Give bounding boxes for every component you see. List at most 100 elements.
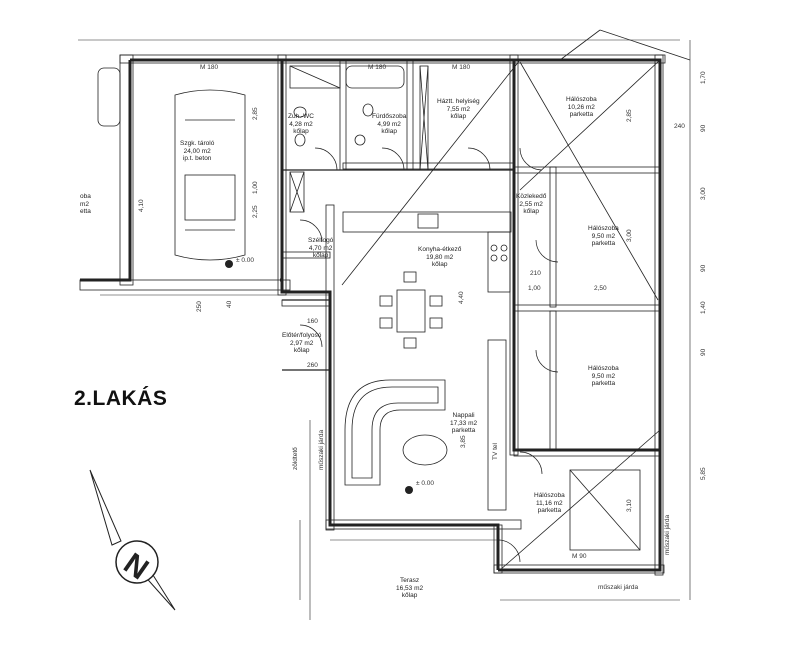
room-label-bath-wc: Zuh.-WC 4,28 m2 kőlap: [288, 113, 314, 136]
room-floor: kőlap: [450, 113, 467, 120]
room-name: Fürdőszoba: [372, 113, 407, 120]
room-label-entrance: Előtér/folyosó 2,97 m2 kőlap: [282, 332, 321, 355]
window-m180-1: M 180: [200, 64, 219, 71]
sofa: [344, 339, 507, 511]
room-area: 19,80 m2: [426, 253, 454, 261]
room-name: oba: [80, 193, 91, 200]
room-floor: parketta: [451, 427, 476, 434]
room-area: 10,26 m2: [567, 103, 595, 111]
room-label-garage: Szgk. tároló 24,00 m2 ip.t. beton: [180, 140, 214, 163]
room-floor: kőlap: [293, 128, 309, 135]
room-label-bedroom3: Hálószoba 9,50 m2 parketta: [588, 365, 619, 388]
room-floor: kőlap: [293, 347, 310, 354]
room-floor: kőlap: [312, 252, 329, 259]
room-floor: kőlap: [401, 592, 418, 599]
room-floor: etta: [80, 208, 91, 215]
room-name: Hálószoba: [588, 365, 619, 372]
room-name: Terasz: [399, 577, 420, 584]
tv-label: TV tel: [492, 443, 499, 460]
room-floor: ip.t. beton: [182, 155, 212, 162]
room-area: 7,55 m2: [446, 105, 471, 113]
exterior-walls: [80, 58, 662, 572]
car: [174, 89, 246, 261]
dim-585: 5,85: [700, 467, 707, 480]
room-label-living: Nappali 17,33 m2 parketta: [450, 412, 477, 435]
room-name: Hálószoba: [566, 96, 597, 103]
door-swings: [299, 147, 559, 563]
room-label-corridor: Közlekedő 2,55 m2 kőlap: [516, 193, 546, 216]
dim-40: 40: [226, 300, 233, 308]
dim-100-b: 1,00: [252, 181, 259, 194]
dim-250-b: 250: [196, 301, 203, 312]
room-name: Előtér/folyosó: [282, 332, 322, 339]
bed: [569, 469, 641, 551]
walkway-bottom: műszaki járda: [598, 584, 639, 591]
dim-310: 3,10: [626, 499, 633, 512]
north-arrow-icon: N: [89, 469, 176, 611]
dim-90-c: 90: [700, 348, 707, 356]
dim-300-b: 3,00: [626, 229, 633, 242]
room-name: Hálószoba: [588, 225, 619, 232]
dim-210: 210: [530, 270, 541, 277]
dim-260: 260: [307, 362, 318, 369]
dim-90-b: 90: [700, 264, 707, 272]
dim-410: 4,10: [138, 199, 145, 212]
room-area: 4,70 m2: [308, 244, 333, 252]
walkway-right: műszaki járda: [664, 514, 671, 555]
walkway-left: műszaki járda: [318, 429, 325, 470]
room-area: 24,00 m2: [183, 147, 211, 155]
dining-table: [379, 271, 443, 349]
kitchen-counter: [342, 211, 512, 293]
room-label-windfang: Szélfogó 4,70 m2 kőlap: [308, 237, 333, 260]
room-floor: kőlap: [431, 261, 448, 268]
level-markers: [225, 260, 413, 494]
roof-lines: [341, 29, 691, 571]
window-m90: M 90: [572, 553, 587, 560]
dim-250: 2,50: [594, 285, 607, 292]
room-label-terrace: Terasz 16,53 m2 kőlap: [396, 577, 423, 600]
window-m180-2: M 180: [368, 64, 387, 71]
room-name: Háztt. helyiség: [437, 98, 480, 105]
dimension-lines: [78, 39, 691, 620]
room-area: 4,99 m2: [377, 120, 401, 128]
room-floor: kőlap: [523, 208, 539, 215]
interior-walls: [282, 169, 515, 371]
fixtures: [97, 65, 429, 213]
room-area: 9,50 m2: [591, 232, 616, 240]
room-area: 2,97 m2: [289, 339, 314, 347]
room-area: 11,16 m2: [536, 499, 563, 507]
room-label-bedroom1: Hálószoba 10,26 m2 parketta: [566, 96, 597, 119]
dim-160: 160: [307, 318, 318, 325]
dim-285-b: 2,85: [626, 109, 633, 122]
room-floor: parketta: [591, 380, 616, 387]
room-floor: parketta: [537, 507, 562, 514]
level-entrance: ± 0.00: [236, 257, 255, 264]
dim-90-a: 90: [700, 124, 707, 132]
plan-title: 2.LAKÁS: [74, 387, 168, 410]
room-area: 17,33 m2: [450, 419, 478, 427]
room-area: 9,50 m2: [591, 372, 616, 380]
room-floor: parketta: [569, 111, 594, 118]
room-name: Hálószoba: [534, 492, 565, 499]
level-living: ± 0.00: [416, 480, 435, 487]
dim-170: 1,70: [700, 71, 707, 84]
room-name: Szgk. tároló: [180, 140, 215, 147]
room-area: 2,55 m2: [519, 200, 543, 208]
room-label-bathroom: Fürdőszoba 4,99 m2 kőlap: [372, 113, 406, 136]
window-m180-3: M 180: [452, 64, 471, 71]
room-name: Zuh.-WC: [288, 113, 314, 120]
room-area: m2: [80, 200, 90, 208]
room-label-bedroom2: Hálószoba 9,50 m2 parketta: [588, 225, 619, 248]
room-name: Konyha-étkező: [418, 246, 462, 253]
room-floor: parketta: [591, 240, 616, 247]
room-floor: kőlap: [381, 128, 397, 135]
dim-225: 2,25: [252, 205, 259, 218]
dim-300: 3,00: [700, 187, 707, 200]
dim-285: 2,85: [252, 107, 259, 120]
room-label-utility: Háztt. helyiség 7,55 m2 kőlap: [437, 98, 480, 121]
dim-240: 240: [674, 123, 685, 130]
room-name: Közlekedő: [516, 193, 547, 200]
room-area: 16,53 m2: [396, 584, 424, 592]
room-label-bedroom4: Hálószoba 11,16 m2 parketta: [534, 492, 565, 515]
